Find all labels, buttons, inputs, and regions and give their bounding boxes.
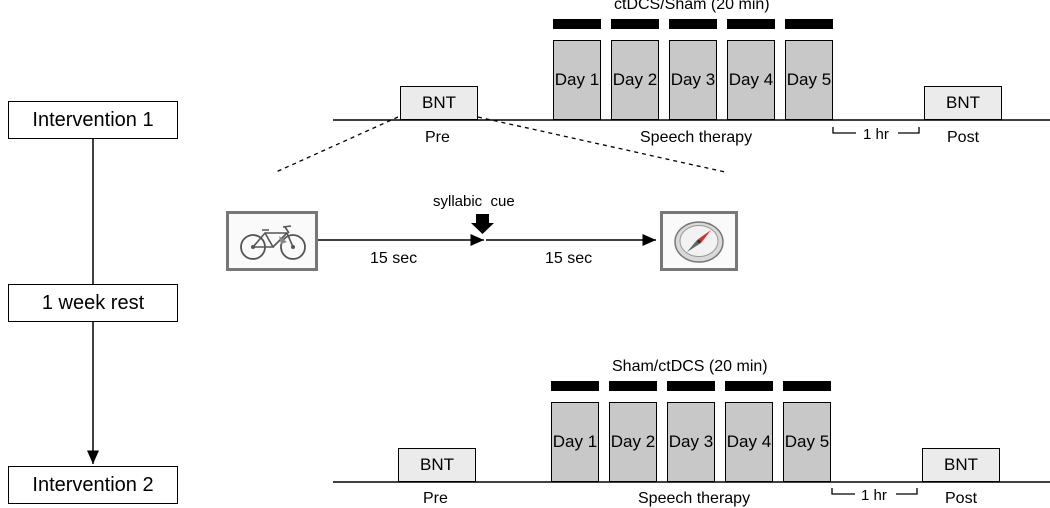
- top-stim-label: ctDCS/Sham (20 min): [614, 0, 770, 13]
- bottom-day-box-5: Day 5: [783, 402, 831, 482]
- rest-label: 1 week rest: [41, 291, 145, 314]
- interval1-label: 15 sec: [370, 250, 418, 267]
- bottom-day-label-3: Day 3: [668, 432, 714, 451]
- bottom-stim-bar-5: [783, 381, 831, 391]
- bottom-therapy-label: Speech therapy: [638, 490, 751, 507]
- bottom-gap-label: 1 hr: [861, 487, 887, 504]
- rest-box: 1 week rest: [8, 284, 178, 322]
- top-stim-bar-4: [727, 19, 775, 29]
- top-therapy-label: Speech therapy: [640, 129, 753, 146]
- top-day-box-5: Day 5: [785, 40, 833, 120]
- top-day-label-3: Day 3: [670, 70, 716, 89]
- bottom-bnt-pre-box: BNT: [398, 448, 476, 482]
- bottom-stim-bar-2: [609, 381, 657, 391]
- top-day-label-4: Day 4: [728, 70, 774, 89]
- bottom-day-box-3: Day 3: [667, 402, 715, 482]
- bottom-day-label-5: Day 5: [784, 432, 830, 451]
- bicycle-image-frame: [226, 211, 318, 271]
- bottom-post-label: Post: [945, 490, 978, 507]
- compass-image-frame: [660, 211, 738, 271]
- top-stim-bar-3: [669, 19, 717, 29]
- top-day-box-1: Day 1: [553, 40, 601, 120]
- bottom-gap-bracket: [831, 488, 918, 495]
- top-gap-bracket: [832, 127, 920, 134]
- intervention2-label: Intervention 2: [32, 473, 154, 496]
- top-bnt-post-box: BNT: [924, 86, 1002, 120]
- cue-label: syllabic cue: [433, 193, 515, 210]
- top-post-label: Post: [947, 129, 980, 146]
- intervention1-box: Intervention 1: [8, 101, 178, 139]
- zoom-line-right: [477, 116, 726, 173]
- top-day-label-1: Day 1: [554, 70, 600, 89]
- bottom-day-label-1: Day 1: [552, 432, 598, 451]
- top-stim-bar-1: [553, 19, 601, 29]
- bottom-stim-bar-3: [667, 381, 715, 391]
- bottom-bnt-pre-label: BNT: [420, 455, 454, 474]
- bottom-day-box-1: Day 1: [551, 402, 599, 482]
- cue-down-arrow: [471, 214, 494, 234]
- top-day-box-4: Day 4: [727, 40, 775, 120]
- top-bnt-pre-box: BNT: [400, 86, 478, 120]
- top-bnt-post-label: BNT: [946, 93, 980, 112]
- top-day-label-5: Day 5: [786, 70, 832, 89]
- top-day-box-3: Day 3: [669, 40, 717, 120]
- zoom-line-left: [275, 116, 399, 173]
- bottom-stim-label: Sham/ctDCS (20 min): [612, 358, 768, 375]
- bottom-bnt-post-label: BNT: [944, 455, 978, 474]
- bottom-pre-label: Pre: [423, 490, 448, 507]
- top-stim-bar-2: [611, 19, 659, 29]
- bicycle-icon: [240, 225, 306, 260]
- intervention2-box: Intervention 2: [8, 466, 178, 504]
- bottom-day-box-2: Day 2: [609, 402, 657, 482]
- bottom-stim-bar-4: [725, 381, 773, 391]
- bottom-day-box-4: Day 4: [725, 402, 773, 482]
- top-stim-bar-5: [785, 19, 833, 29]
- bottom-day-label-2: Day 2: [610, 432, 656, 451]
- top-day-label-2: Day 2: [612, 70, 658, 89]
- top-pre-label: Pre: [425, 129, 450, 146]
- top-bnt-pre-label: BNT: [422, 93, 456, 112]
- bottom-stim-bar-1: [551, 381, 599, 391]
- interval2-label: 15 sec: [545, 250, 593, 267]
- bottom-day-label-4: Day 4: [726, 432, 772, 451]
- intervention1-label: Intervention 1: [32, 108, 154, 131]
- compass-icon: [674, 221, 724, 263]
- top-day-box-2: Day 2: [611, 40, 659, 120]
- top-gap-label: 1 hr: [863, 126, 889, 143]
- bottom-bnt-post-box: BNT: [922, 448, 1000, 482]
